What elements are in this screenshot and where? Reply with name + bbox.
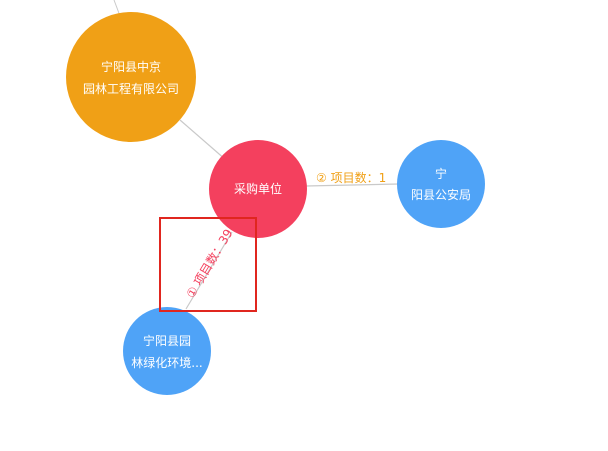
node-greening-line2: 林绿化环境... — [131, 355, 202, 370]
edge-label-projects-greening: ① 项目数：39 — [183, 226, 236, 300]
node-purchaser[interactable]: 采购单位 — [209, 140, 307, 238]
node-police-line1: 宁 — [435, 166, 447, 181]
highlight-box — [159, 217, 257, 312]
node-company-a[interactable]: 宁阳县中京 园林工程有限公司 — [66, 12, 196, 142]
node-police[interactable]: 宁 阳县公安局 — [397, 140, 485, 228]
node-company-a-circle[interactable] — [66, 12, 196, 142]
node-company-a-line1: 宁阳县中京 — [101, 59, 161, 74]
link-company-to-purchaser — [179, 119, 227, 161]
node-purchaser-circle[interactable] — [209, 140, 307, 238]
link-purchaser-to-police — [305, 183, 400, 187]
node-company-a-line2: 园林工程有限公司 — [83, 81, 179, 96]
link-purchaser-to-greening — [185, 231, 233, 310]
node-police-circle[interactable] — [397, 140, 485, 228]
edge-label-projects-police: ② 项目数：1 — [316, 170, 386, 185]
node-purchaser-label: 采购单位 — [234, 181, 282, 196]
node-greening-line1: 宁阳县园 — [143, 333, 191, 348]
node-police-line2: 阳县公安局 — [411, 187, 471, 202]
node-greening[interactable]: 宁阳县园 林绿化环境... — [123, 307, 211, 395]
node-greening-circle[interactable] — [123, 307, 211, 395]
